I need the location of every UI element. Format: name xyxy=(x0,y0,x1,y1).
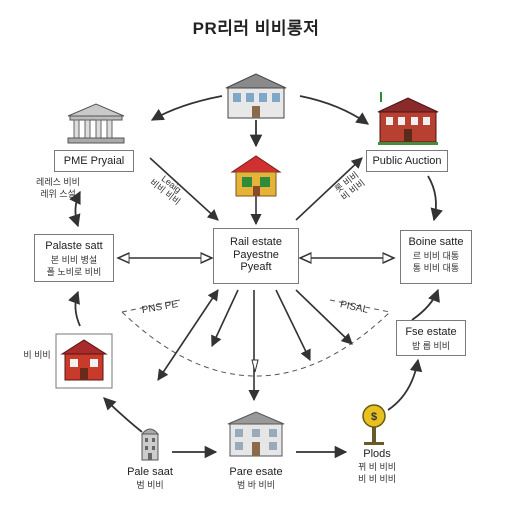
dashed-link-right xyxy=(329,299,391,313)
arrow-top-left xyxy=(150,95,223,121)
arrow-bottom-left xyxy=(103,397,143,433)
spoke-lower-right xyxy=(295,289,353,345)
tower-icon xyxy=(140,428,160,461)
manor-icon xyxy=(377,92,439,145)
label-left-small: 비 비비 xyxy=(23,350,51,360)
node-pare-esate: Pare esate 범 바 비비 xyxy=(229,466,283,491)
node-palaste-satt-label: Palaste satt xyxy=(45,240,103,252)
arrow-top-right xyxy=(299,95,370,125)
center-line-1: Rail estate xyxy=(230,236,282,248)
node-boine-satte: Boine satte 르 비비 대통 통 비비 대통 xyxy=(400,230,472,284)
center-line-2: Payestne xyxy=(233,248,279,261)
node-fse-estate: Fse estate 밥 롭 비비 xyxy=(396,320,466,356)
arrow-rightcol-2 xyxy=(411,288,440,321)
node-public-auction-label: Public Auction xyxy=(372,155,442,167)
node-palaste-satt: Palaste satt 본 비비 병설 폴 노비로 비비 xyxy=(34,234,114,282)
node-pme-pryaial-label: PME Pryaial xyxy=(63,155,125,167)
svg-text:$: $ xyxy=(371,411,377,423)
node-plods: Plods 뀌 비 비비 비 비 비비 xyxy=(357,448,397,484)
node-public-auction: Public Auction xyxy=(366,150,448,172)
townhouse-icon xyxy=(227,411,285,457)
center-open-arrow xyxy=(251,359,259,373)
spoke-upper-left xyxy=(149,157,219,221)
spoke-lower-mid-r xyxy=(275,289,311,362)
center-node: Rail estate Payestne Pyeaft xyxy=(213,228,299,284)
bank-icon xyxy=(67,103,125,144)
arrow-leftcol-2 xyxy=(68,290,81,327)
node-pme-pryaial-sub: 레레스 비비 레위 스설 xyxy=(36,177,80,199)
diagram-title: PR리러 비비롱저 xyxy=(192,19,320,38)
arrow-rightcol-1 xyxy=(427,175,443,222)
node-fse-estate-label: Fse estate xyxy=(405,326,457,338)
spoke-lower-left xyxy=(157,289,219,381)
arrow-leftcol-1 xyxy=(68,190,81,228)
spoke-lower-mid-l xyxy=(211,289,239,348)
mansion-icon xyxy=(225,73,287,119)
dashed-arc xyxy=(121,311,391,377)
brick-house-icon xyxy=(55,333,113,389)
node-pme-pryaial: PME Pryaial xyxy=(54,150,134,172)
node-pale-saat: Pale saat 범 비비 xyxy=(127,466,173,491)
center-line-3: Pyeaft xyxy=(240,261,272,274)
arrow-bottom-right xyxy=(387,358,423,411)
node-boine-satte-label: Boine satte xyxy=(408,236,464,248)
coin-sign-icon: $ xyxy=(362,404,386,445)
spoke-upper-right xyxy=(295,157,363,221)
house-icon xyxy=(230,155,282,197)
